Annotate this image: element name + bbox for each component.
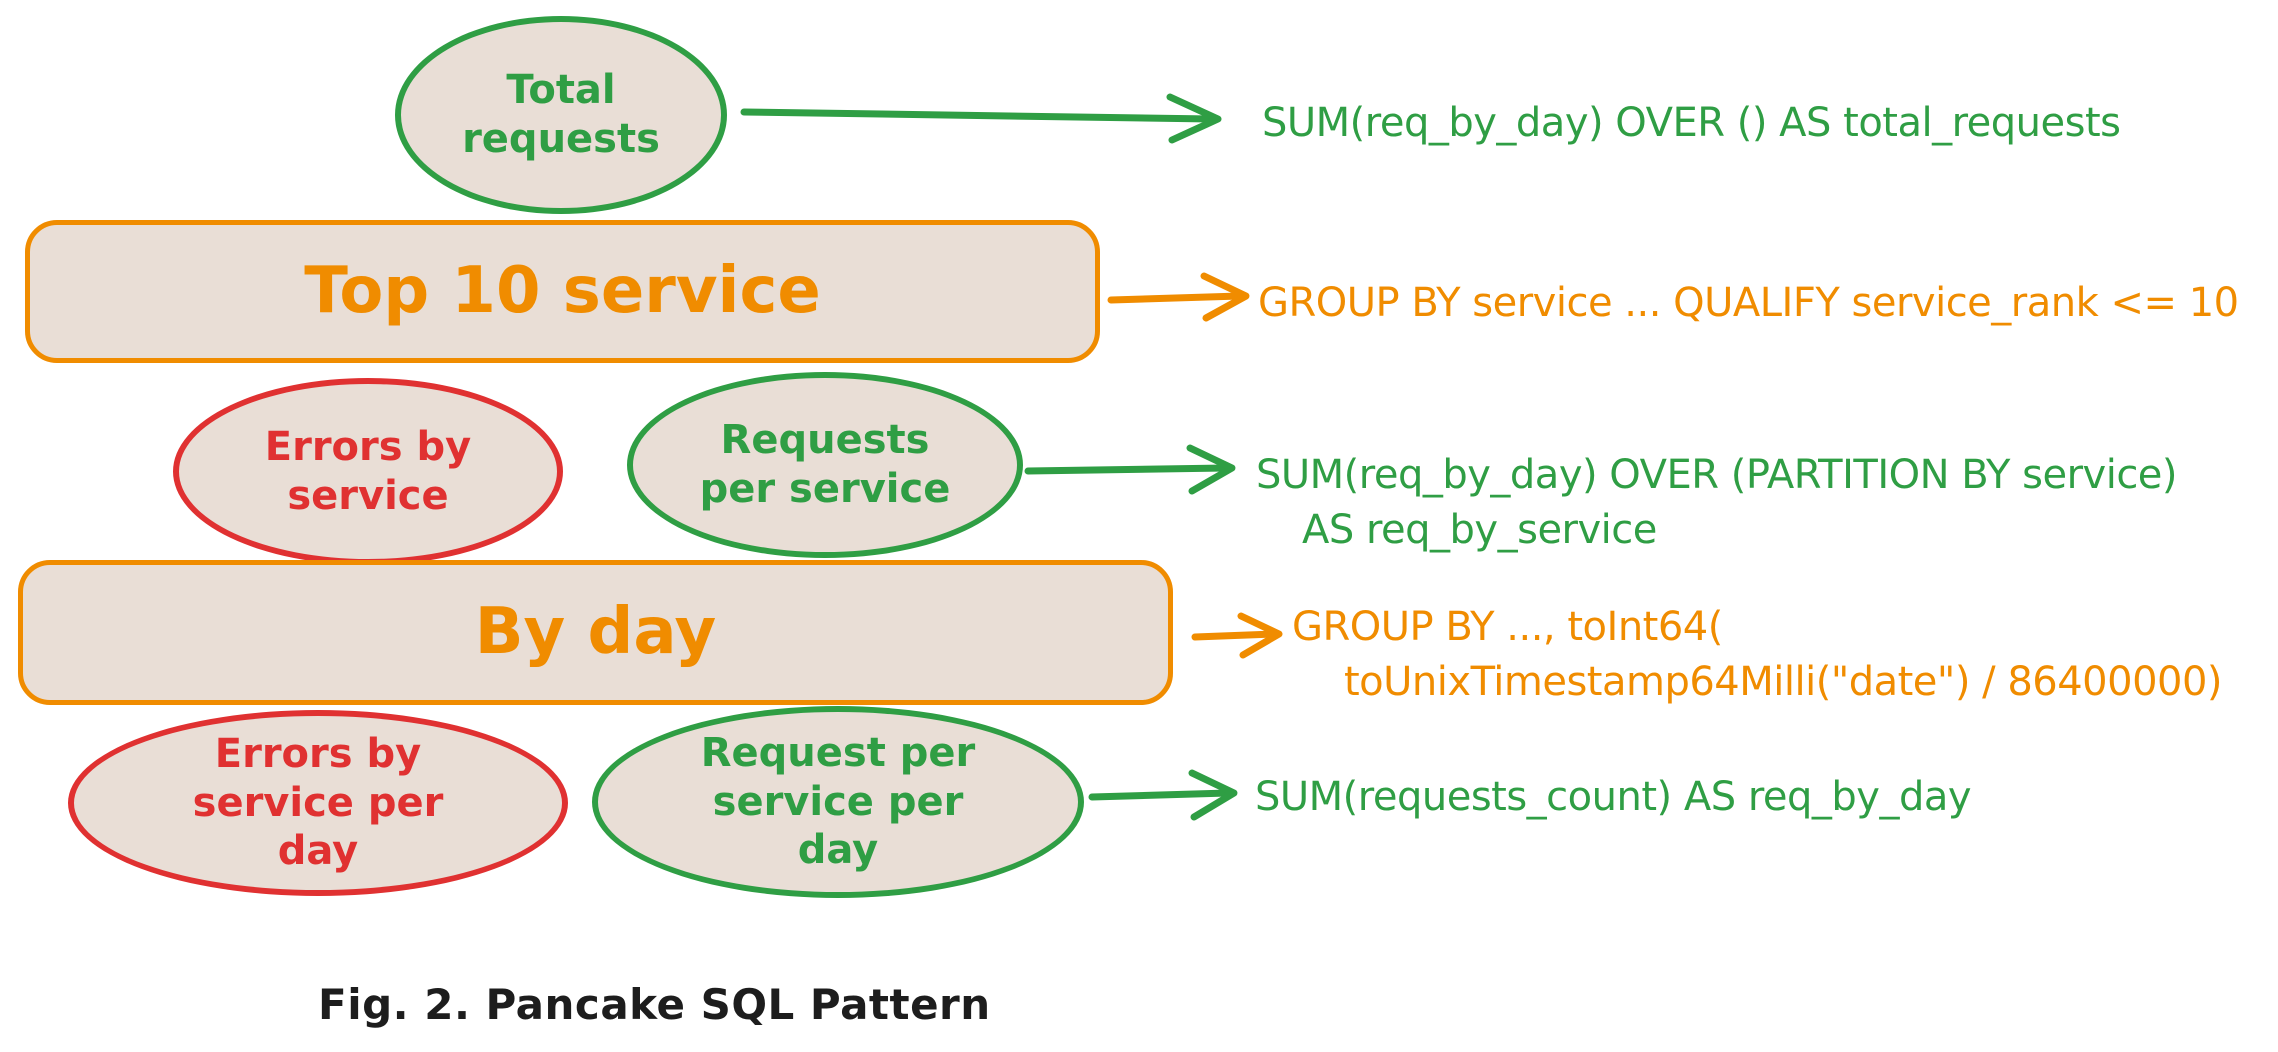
- top-10-service-arrow-icon: [1107, 272, 1250, 322]
- req-by-day-sql: SUM(requests_count) AS req_by_day: [1255, 770, 1972, 825]
- top-10-service-sql: GROUP BY service ... QUALIFY service_ran…: [1258, 276, 2239, 331]
- sql-line: toUnixTimestamp64Milli("date") / 8640000…: [1344, 659, 2223, 705]
- top-10-service-label: Top 10 service: [304, 254, 821, 329]
- sql-line: SUM(requests_count) AS req_by_day: [1255, 774, 1972, 820]
- requests-per-service-arrow-icon: [1024, 444, 1236, 495]
- sql-line: AS req_by_service: [1302, 507, 1657, 553]
- by-day-node: By day: [18, 560, 1173, 705]
- total-requests-node: Total requests: [395, 16, 727, 214]
- by-day-sql: GROUP BY ..., toInt64( toUnixTimestamp64…: [1292, 600, 2223, 710]
- requests-per-service-node: Requests per service: [627, 372, 1023, 558]
- errors-by-service-per-day-node: Errors by service per day: [68, 710, 568, 896]
- errors-by-service-per-day-label: Errors by service per day: [192, 730, 444, 875]
- total-requests-label: Total requests: [462, 67, 660, 162]
- errors-by-service-label: Errors by service: [264, 423, 472, 519]
- req-by-day-arrow-icon: [1088, 769, 1238, 821]
- by-day-arrow-icon: [1191, 612, 1283, 659]
- top-10-service-node: Top 10 service: [25, 220, 1100, 363]
- requests-per-service-sql: SUM(req_by_day) OVER (PARTITION BY servi…: [1256, 448, 2178, 558]
- total-requests-sql: SUM(req_by_day) OVER () AS total_request…: [1262, 96, 2121, 151]
- request-per-service-per-day-node: Request per service per day: [592, 706, 1084, 898]
- requests-per-service-label: Requests per service: [699, 417, 951, 512]
- sql-line: SUM(req_by_day) OVER (PARTITION BY servi…: [1256, 452, 2178, 498]
- sql-line: SUM(req_by_day) OVER () AS total_request…: [1262, 100, 2121, 146]
- sql-line: GROUP BY ..., toInt64(: [1292, 604, 1723, 650]
- figure-caption: Fig. 2. Pancake SQL Pattern: [318, 980, 991, 1029]
- errors-by-service-node: Errors by service: [173, 378, 563, 565]
- request-per-service-per-day-label: Request per service per day: [700, 729, 976, 874]
- by-day-label: By day: [474, 595, 717, 670]
- sql-line: GROUP BY service ... QUALIFY service_ran…: [1258, 280, 2239, 326]
- total-requests-arrow-icon: [740, 93, 1222, 144]
